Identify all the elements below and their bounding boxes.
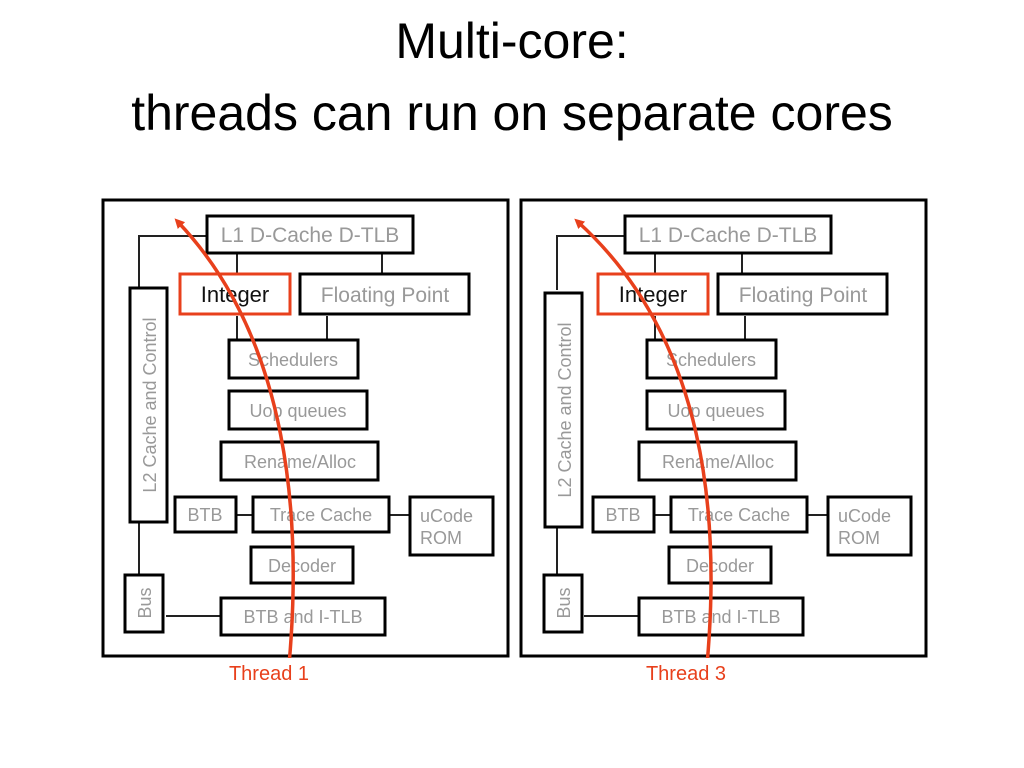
- trace-cache-box: [669, 495, 809, 534]
- rom-label: ROM: [838, 528, 880, 548]
- floating-point-label: Floating Point: [739, 284, 868, 307]
- floating-point-label: Floating Point: [321, 284, 450, 307]
- thread-1-arrow: [174, 218, 295, 666]
- rom-label: ROM: [420, 528, 462, 548]
- ucode-label: uCode: [420, 506, 473, 526]
- btb-itlb-box: [219, 596, 387, 637]
- decoder-box: [249, 545, 355, 585]
- decoder-label: Decoder: [686, 556, 754, 576]
- integer-label: Integer: [619, 282, 688, 307]
- bus-box: [123, 573, 165, 634]
- rename-alloc-box: [219, 440, 380, 482]
- btb-itlb-label: BTB and I-TLB: [661, 607, 780, 627]
- schedulers-label: Schedulers: [248, 350, 338, 370]
- thread-3-label: Thread 3: [646, 663, 726, 685]
- l1-dcache-box: [205, 214, 415, 255]
- core-1: L1 D-Cache D-TLB Integer Floating Point …: [101, 198, 510, 685]
- integer-box-highlighted: [178, 272, 292, 316]
- rename-alloc-label: Rename/Alloc: [662, 452, 774, 472]
- l2-cache-label: L2 Cache and Control: [140, 317, 160, 492]
- schedulers-label: Schedulers: [666, 350, 756, 370]
- btb-label: BTB: [187, 505, 222, 525]
- integer-box-highlighted: [596, 272, 710, 316]
- l2-cache-box: [543, 291, 584, 529]
- core-2: L1 D-Cache D-TLB Integer Floating Point …: [519, 198, 928, 685]
- l2-cache-label: L2 Cache and Control: [555, 322, 575, 497]
- connector: [556, 235, 625, 290]
- bus-label: Bus: [554, 587, 574, 618]
- rename-alloc-box: [637, 440, 798, 482]
- label-backdrop: [628, 658, 758, 684]
- uop-queues-box: [645, 389, 787, 431]
- btb-box: [173, 495, 238, 534]
- l2-cache-box: [128, 286, 169, 524]
- rename-alloc-label: Rename/Alloc: [244, 452, 356, 472]
- trace-cache-box: [251, 495, 391, 534]
- connector: [138, 235, 207, 290]
- uop-queues-box: [227, 389, 369, 431]
- label-backdrop: [210, 658, 340, 684]
- floating-point-box: [716, 272, 889, 316]
- bus-box: [542, 573, 584, 634]
- slide-title-line2: threads can run on separate cores: [131, 85, 893, 141]
- btb-box: [591, 495, 656, 534]
- btb-itlb-box: [637, 596, 805, 637]
- ucode-rom-box: [408, 495, 495, 557]
- schedulers-box: [227, 338, 360, 380]
- decoder-label: Decoder: [268, 556, 336, 576]
- uop-queues-label: Uop queues: [249, 401, 346, 421]
- l1-dcache-label: L1 D-Cache D-TLB: [221, 224, 400, 247]
- trace-cache-label: Trace Cache: [688, 505, 790, 525]
- uop-queues-label: Uop queues: [667, 401, 764, 421]
- bus-label: Bus: [135, 587, 155, 618]
- floating-point-box: [298, 272, 471, 316]
- thread-3-arrow: [574, 218, 713, 666]
- btb-label: BTB: [605, 505, 640, 525]
- trace-cache-label: Trace Cache: [270, 505, 372, 525]
- l1-dcache-box: [623, 214, 833, 255]
- ucode-label: uCode: [838, 506, 891, 526]
- thread-1-label: Thread 1: [229, 663, 309, 685]
- l1-dcache-label: L1 D-Cache D-TLB: [639, 224, 818, 247]
- btb-itlb-label: BTB and I-TLB: [243, 607, 362, 627]
- ucode-rom-box: [826, 495, 913, 557]
- slide-title-line1: Multi-core:: [395, 13, 629, 69]
- decoder-box: [667, 545, 773, 585]
